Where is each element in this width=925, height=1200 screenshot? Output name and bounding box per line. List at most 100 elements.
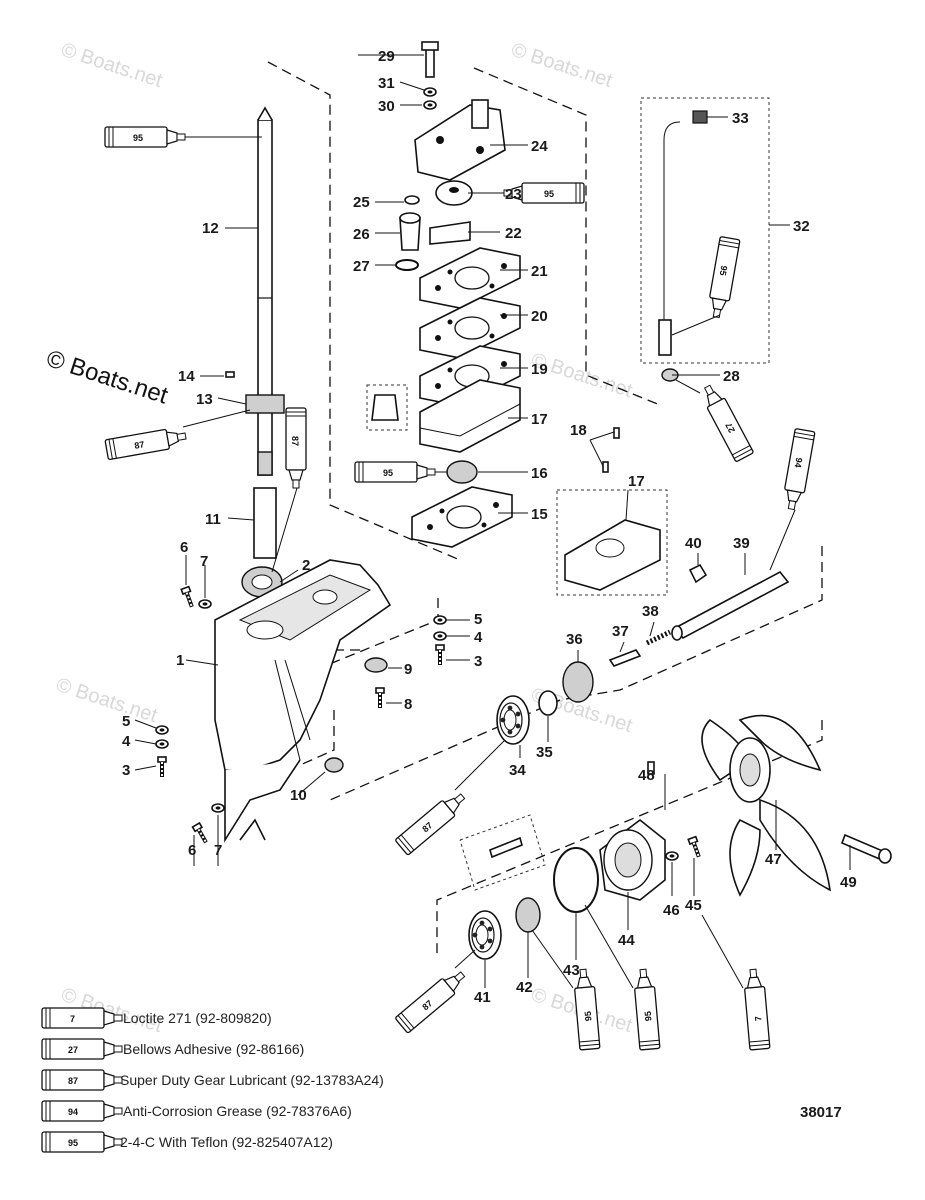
hardware-left xyxy=(155,584,447,847)
callout: 47 xyxy=(765,851,782,868)
callout: 15 xyxy=(531,506,548,523)
callout: 32 xyxy=(793,218,810,235)
callout: 28 xyxy=(723,368,740,385)
callout: 6 xyxy=(180,539,188,556)
svg-text:87: 87 xyxy=(290,436,300,446)
callout: 35 xyxy=(536,744,553,761)
callout: 44 xyxy=(618,932,635,949)
tube-95-icon: 95 xyxy=(104,126,186,148)
svg-text:7: 7 xyxy=(70,1014,75,1024)
legend-entry: Anti-Corrosion Grease (92-78376A6) xyxy=(123,1103,352,1119)
propeller xyxy=(701,714,892,897)
callout: 20 xyxy=(531,308,548,325)
svg-text:95: 95 xyxy=(68,1138,78,1148)
legend-tube-94-icon: 94 xyxy=(41,1100,123,1122)
legend-entry: Super Duty Gear Lubricant (92-13783A24) xyxy=(120,1072,384,1088)
svg-text:87: 87 xyxy=(68,1076,78,1086)
tube-94-icon: 94 xyxy=(780,427,816,512)
svg-text:95: 95 xyxy=(583,1011,594,1022)
tube-95-icon: 95 xyxy=(705,235,741,320)
callout: 42 xyxy=(516,979,533,996)
tube-95-icon: 95 xyxy=(503,182,585,204)
callout: 7 xyxy=(214,842,222,859)
legend-entry: Loctite 271 (92-809820) xyxy=(123,1010,272,1026)
svg-text:95: 95 xyxy=(133,133,143,143)
drive-shaft xyxy=(225,106,285,476)
tube-7-icon: 7 xyxy=(742,967,771,1051)
callout: 17 xyxy=(531,411,548,428)
shift-rod-assembly xyxy=(658,110,708,382)
callout: 11 xyxy=(205,511,221,528)
callout: 48 xyxy=(638,767,655,784)
callout: 21 xyxy=(531,263,548,280)
sealant-tubes: 95 87 87 95 95 95 27 94 87 87 95 95 7 xyxy=(104,126,816,1051)
callout: 4 xyxy=(474,629,483,646)
callout: 38 xyxy=(642,603,659,620)
tube-95-icon: 95 xyxy=(354,461,436,483)
svg-text:94: 94 xyxy=(793,457,805,469)
callout: 30 xyxy=(378,98,395,115)
legend-tube-95-icon: 95 xyxy=(41,1131,123,1153)
tube-87-icon: 87 xyxy=(104,425,188,461)
tube-87-icon: 87 xyxy=(285,407,307,489)
legend-tube-7-icon: 7 xyxy=(41,1007,123,1029)
callout: 45 xyxy=(685,897,702,914)
callout: 19 xyxy=(531,361,548,378)
tube-95-icon: 95 xyxy=(572,967,601,1051)
callout: 7 xyxy=(200,553,208,570)
watermark: © Boats.net xyxy=(53,674,160,727)
callout: 36 xyxy=(566,631,583,648)
callout: 9 xyxy=(404,661,412,678)
callout: 24 xyxy=(531,138,548,155)
svg-text:95: 95 xyxy=(383,468,393,478)
tube-87-icon: 87 xyxy=(394,787,470,856)
callout: 17 xyxy=(628,473,645,490)
sleeve-and-seal xyxy=(241,487,283,598)
callout: 5 xyxy=(474,611,482,628)
propshaft-assembly xyxy=(496,563,790,745)
callout: 25 xyxy=(353,194,370,211)
callout: 16 xyxy=(531,465,548,482)
svg-text:87: 87 xyxy=(134,439,146,451)
legend-tube-87-icon: 87 xyxy=(41,1069,123,1091)
gearcase-housing xyxy=(214,559,392,843)
svg-text:95: 95 xyxy=(718,265,730,277)
svg-text:27: 27 xyxy=(68,1045,78,1055)
svg-text:7: 7 xyxy=(753,1016,763,1022)
callout: 23 xyxy=(505,186,522,203)
legend: 7 Loctite 271 (92-809820) 27 Bellows Adh… xyxy=(41,1007,384,1153)
svg-text:87: 87 xyxy=(420,998,434,1012)
water-pump-assembly xyxy=(371,41,521,548)
watermark-prominent: © Boats.net xyxy=(43,345,171,410)
callout: 34 xyxy=(509,762,526,779)
callout: 39 xyxy=(733,535,750,552)
callout: 4 xyxy=(122,733,131,750)
svg-text:94: 94 xyxy=(68,1107,78,1117)
callout: 31 xyxy=(378,75,395,92)
callout: 43 xyxy=(563,962,580,979)
bearing-carrier-assembly xyxy=(468,761,705,960)
callout: 29 xyxy=(378,48,395,65)
callout: 10 xyxy=(290,787,307,804)
callout: 41 xyxy=(474,989,491,1006)
callout: 2 xyxy=(302,557,310,574)
legend-tube-27-icon: 27 xyxy=(41,1038,123,1060)
callout: 33 xyxy=(732,110,749,127)
svg-text:95: 95 xyxy=(643,1011,654,1022)
callout: 5 xyxy=(122,713,130,730)
callout: 18 xyxy=(570,422,587,439)
callout: 22 xyxy=(505,225,522,242)
diagram-number: 38017 xyxy=(800,1104,842,1121)
callout: 46 xyxy=(663,902,680,919)
svg-text:95: 95 xyxy=(544,189,554,199)
tube-95-icon: 95 xyxy=(632,967,661,1051)
tube-27-icon: 27 xyxy=(697,381,755,463)
callout: 13 xyxy=(196,391,213,408)
svg-text:27: 27 xyxy=(723,421,737,435)
tube-87-icon: 87 xyxy=(394,965,470,1034)
legend-entry: 2-4-C With Teflon (92-825407A12) xyxy=(120,1134,333,1150)
callout: 1 xyxy=(176,652,184,669)
callout-labels: 1 2 3 3 4 4 5 5 6 6 7 7 8 9 10 11 12 13 … xyxy=(122,48,857,1006)
watermark: © Boats.net xyxy=(508,39,615,92)
